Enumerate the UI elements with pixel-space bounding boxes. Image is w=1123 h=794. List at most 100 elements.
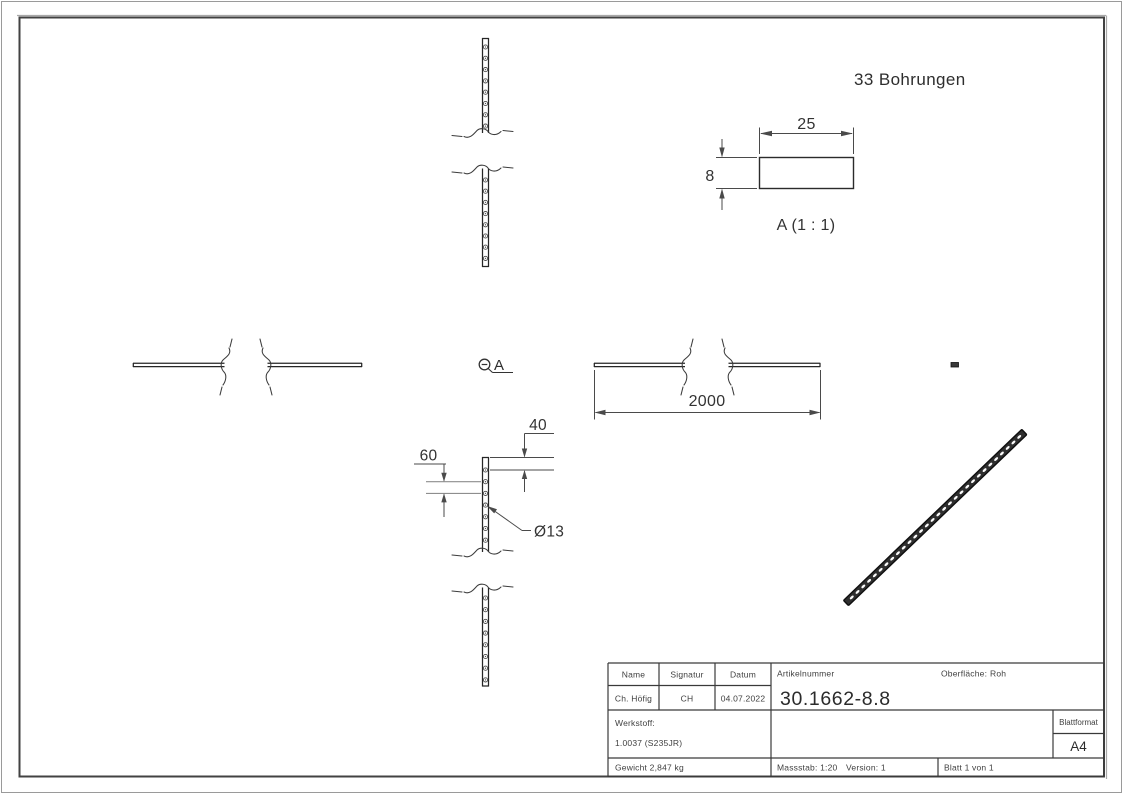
hole bbox=[890, 556, 895, 561]
hole-center bbox=[484, 469, 487, 471]
hole bbox=[971, 479, 975, 484]
hole-center bbox=[484, 504, 487, 506]
blattformat-value: A4 bbox=[1070, 739, 1087, 754]
hole-row bbox=[849, 435, 1022, 600]
hole bbox=[855, 590, 860, 594]
hole bbox=[976, 473, 981, 478]
hole bbox=[913, 534, 918, 539]
break-line bbox=[451, 583, 514, 594]
break-line bbox=[451, 547, 514, 558]
hole bbox=[896, 551, 900, 556]
hole-row bbox=[482, 595, 489, 683]
blattformat-label: Blattformat bbox=[1059, 718, 1098, 727]
name-header: Name bbox=[622, 670, 646, 680]
datum-header: Datum bbox=[730, 670, 756, 680]
hole-center bbox=[484, 667, 487, 669]
hole bbox=[1005, 446, 1010, 450]
hole-center bbox=[484, 212, 487, 215]
datum-value: 04.07.2022 bbox=[721, 694, 766, 704]
front-view-bottom: 40 60 Ø13 bbox=[414, 417, 564, 687]
hole-center bbox=[484, 224, 487, 226]
dimension-length-2000: 2000 bbox=[594, 370, 821, 420]
dim-width-text: 25 bbox=[797, 116, 815, 133]
hole-row bbox=[482, 44, 489, 129]
hole bbox=[907, 540, 912, 544]
gewicht-value: Gewicht 2,847 kg bbox=[615, 763, 684, 773]
hole bbox=[924, 523, 929, 528]
bar-edges bbox=[481, 456, 490, 687]
break-line bbox=[219, 338, 233, 396]
bar-edges bbox=[593, 362, 821, 368]
hole-center bbox=[484, 125, 487, 127]
hole-row bbox=[482, 467, 489, 543]
hole bbox=[867, 578, 872, 583]
detail-callout: A bbox=[478, 357, 513, 374]
break-line bbox=[451, 164, 514, 175]
hole bbox=[901, 545, 906, 550]
oberflaeche-value: Roh bbox=[990, 669, 1006, 679]
hole-center bbox=[484, 597, 487, 599]
break-line bbox=[451, 128, 514, 138]
oberflaeche-label: Oberfläche: bbox=[941, 669, 987, 679]
hole-center bbox=[484, 516, 487, 518]
hole bbox=[959, 490, 964, 495]
end-section-mark bbox=[950, 362, 959, 368]
hole bbox=[953, 495, 958, 500]
dimension-width-25: 25 bbox=[759, 116, 854, 154]
dim-hole-diameter-text: Ø13 bbox=[534, 524, 564, 541]
hole bbox=[999, 451, 1004, 456]
detail-view-label: A (1 : 1) bbox=[777, 217, 836, 234]
hole-row bbox=[482, 177, 489, 261]
massstab-value: Massstab: 1:20 bbox=[777, 763, 838, 773]
name-value: Ch. Höfig bbox=[615, 694, 652, 704]
note-hole-count: 33 Bohrungen bbox=[854, 70, 966, 89]
break-line bbox=[680, 338, 694, 396]
hole bbox=[982, 468, 987, 472]
isometric-view bbox=[843, 429, 1028, 606]
hole-center bbox=[484, 609, 487, 611]
hole-center bbox=[484, 679, 487, 681]
hole-center bbox=[484, 246, 487, 248]
break-line bbox=[259, 338, 273, 396]
hole bbox=[942, 507, 947, 511]
bar-body bbox=[843, 429, 1028, 606]
hole-center bbox=[484, 620, 487, 623]
bar-edges bbox=[132, 362, 363, 368]
hole bbox=[936, 512, 941, 517]
signatur-header: Signatur bbox=[670, 670, 703, 680]
dim-length-text: 2000 bbox=[689, 393, 726, 410]
artikelnummer-label: Artikelnummer bbox=[777, 669, 834, 679]
hole-center bbox=[484, 102, 487, 105]
drawing-frame bbox=[18, 16, 1105, 778]
hole-center bbox=[484, 235, 487, 237]
hole bbox=[988, 462, 993, 467]
dimension-pitch-60: 60 bbox=[414, 448, 481, 517]
hole-center bbox=[484, 257, 487, 260]
hole bbox=[849, 595, 854, 600]
hole bbox=[994, 457, 999, 461]
hole-center bbox=[484, 68, 487, 71]
hole-center bbox=[484, 655, 487, 658]
bar-edges bbox=[481, 37, 490, 268]
hole-center bbox=[484, 481, 487, 483]
break-line bbox=[721, 338, 735, 396]
signatur-value: CH bbox=[681, 694, 694, 704]
hole-center bbox=[484, 57, 487, 59]
title-block-grid bbox=[607, 662, 1105, 778]
dimension-thickness-8: 8 bbox=[705, 139, 757, 210]
side-view-right: 2000 bbox=[593, 338, 821, 420]
artikelnummer-value: 30.1662-8.8 bbox=[780, 688, 891, 710]
hole bbox=[948, 501, 952, 506]
dim-thickness-text: 8 bbox=[705, 168, 714, 185]
hole-center bbox=[484, 539, 487, 541]
dim-pitch-text: 60 bbox=[420, 448, 438, 465]
callout-circle-icon bbox=[478, 358, 491, 371]
werkstoff-label: Werkstoff: bbox=[615, 718, 655, 728]
hole bbox=[884, 562, 889, 567]
front-view-top bbox=[451, 37, 514, 268]
blatt-value: Blatt 1 von 1 bbox=[944, 763, 994, 773]
